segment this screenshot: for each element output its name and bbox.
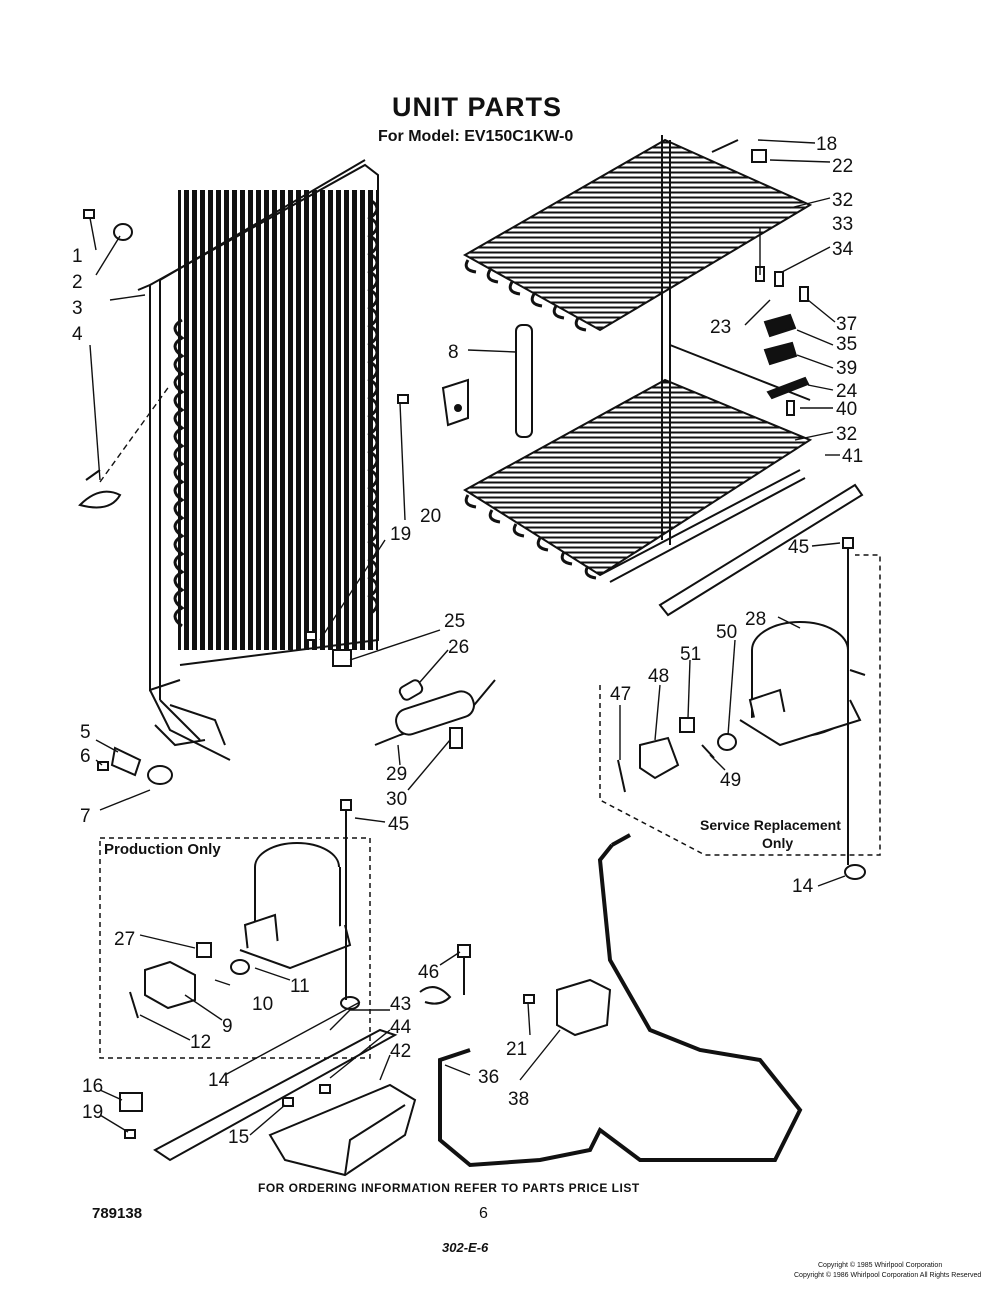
callout-49: 49 xyxy=(720,770,741,791)
clip-parts-25-26 xyxy=(305,631,424,701)
service-relay-parts xyxy=(617,717,737,793)
evaporator-shelves xyxy=(462,135,813,583)
document-number: 789138 xyxy=(92,1205,143,1222)
bracket-part-20 xyxy=(397,378,469,427)
model-subtitle: For Model: EV150C1KW-0 xyxy=(378,128,574,145)
callout-30: 30 xyxy=(386,789,407,810)
callout-51: 51 xyxy=(680,644,701,665)
leader-lines xyxy=(89,139,846,1136)
callout-36: 36 xyxy=(478,1067,499,1088)
callout-33: 33 xyxy=(832,214,853,235)
drier-part-29 xyxy=(374,679,496,749)
callout-23: 23 xyxy=(710,317,731,338)
callout-26: 26 xyxy=(448,637,469,658)
callout-19-upper: 19 xyxy=(390,524,411,545)
callout-47: 47 xyxy=(610,684,631,705)
valve-parts-5-7 xyxy=(97,746,173,785)
callout-48: 48 xyxy=(648,666,669,687)
section-code: 302-E-6 xyxy=(442,1240,489,1255)
service-replacement-label-only: Only xyxy=(762,835,794,851)
copyright-line-2: Copyright © 1986 Whirlpool Corporation A… xyxy=(794,1272,982,1279)
callout-38: 38 xyxy=(508,1089,529,1110)
callout-19-lower: 19 xyxy=(82,1102,103,1123)
grommet-screw-right xyxy=(340,537,866,880)
compressor-service xyxy=(739,621,866,747)
callout-11: 11 xyxy=(290,976,310,997)
callout-28: 28 xyxy=(745,609,766,630)
callout-50: 50 xyxy=(716,622,737,643)
callout-10: 10 xyxy=(252,994,273,1015)
callout-32-lower: 32 xyxy=(836,424,857,445)
callout-numbers: 1 2 3 4 5 6 7 8 9 10 11 12 14 14 15 16 1… xyxy=(72,134,863,1148)
callout-9: 9 xyxy=(222,1016,233,1037)
callout-20: 20 xyxy=(420,506,441,527)
callout-21: 21 xyxy=(506,1039,527,1060)
callout-45-left: 45 xyxy=(388,814,409,835)
service-replacement-label: Service Replacement xyxy=(700,817,841,833)
rail-part-41 xyxy=(658,483,864,617)
production-only-box xyxy=(99,837,371,1059)
evaporator-hardware xyxy=(711,139,810,416)
callout-4: 4 xyxy=(72,324,83,345)
callout-2: 2 xyxy=(72,272,83,293)
copyright-line-1: Copyright © 1985 Whirlpool Corporation xyxy=(818,1262,943,1269)
callout-14-left: 14 xyxy=(208,1070,230,1091)
production-only-label: Production Only xyxy=(104,841,221,858)
callout-15: 15 xyxy=(228,1127,249,1148)
callout-41: 41 xyxy=(842,446,863,467)
callout-18: 18 xyxy=(816,134,837,155)
callout-29: 29 xyxy=(386,764,407,785)
condenser-coil xyxy=(137,159,379,761)
callout-24: 24 xyxy=(836,381,858,402)
production-relay-parts xyxy=(129,942,250,1019)
base-plate-assembly xyxy=(119,808,417,1177)
callout-40: 40 xyxy=(836,399,857,420)
callout-12: 12 xyxy=(190,1032,211,1053)
condenser-hardware xyxy=(78,209,133,509)
callout-16: 16 xyxy=(82,1076,103,1097)
callout-35: 35 xyxy=(836,334,857,355)
ordering-note: FOR ORDERING INFORMATION REFER TO PARTS … xyxy=(258,1181,640,1195)
callout-39: 39 xyxy=(836,358,857,379)
callout-8: 8 xyxy=(448,342,459,363)
callout-25: 25 xyxy=(444,611,465,632)
compressor-production xyxy=(239,842,352,970)
callout-43: 43 xyxy=(390,994,411,1015)
callout-44: 44 xyxy=(390,1017,412,1038)
callout-37: 37 xyxy=(836,314,857,335)
callout-22: 22 xyxy=(832,156,853,177)
callout-34: 34 xyxy=(832,239,854,260)
callout-1: 1 xyxy=(72,246,83,267)
tube-part-8 xyxy=(515,324,533,438)
callout-14-right: 14 xyxy=(792,876,814,897)
callout-45-right: 45 xyxy=(788,537,809,558)
bracket-parts-21-38-46 xyxy=(419,944,612,1037)
callout-5: 5 xyxy=(80,722,91,743)
callout-7: 7 xyxy=(80,806,91,827)
page-title: UNIT PARTS xyxy=(392,92,562,122)
callout-27: 27 xyxy=(114,929,135,950)
callout-6: 6 xyxy=(80,746,91,767)
page-number: 6 xyxy=(479,1205,488,1222)
tube-part-36 xyxy=(438,833,803,1168)
callout-32-upper: 32 xyxy=(832,190,853,211)
callout-42: 42 xyxy=(390,1041,411,1062)
service-replacement-box xyxy=(599,554,881,856)
callout-3: 3 xyxy=(72,298,83,319)
callout-46: 46 xyxy=(418,962,439,983)
